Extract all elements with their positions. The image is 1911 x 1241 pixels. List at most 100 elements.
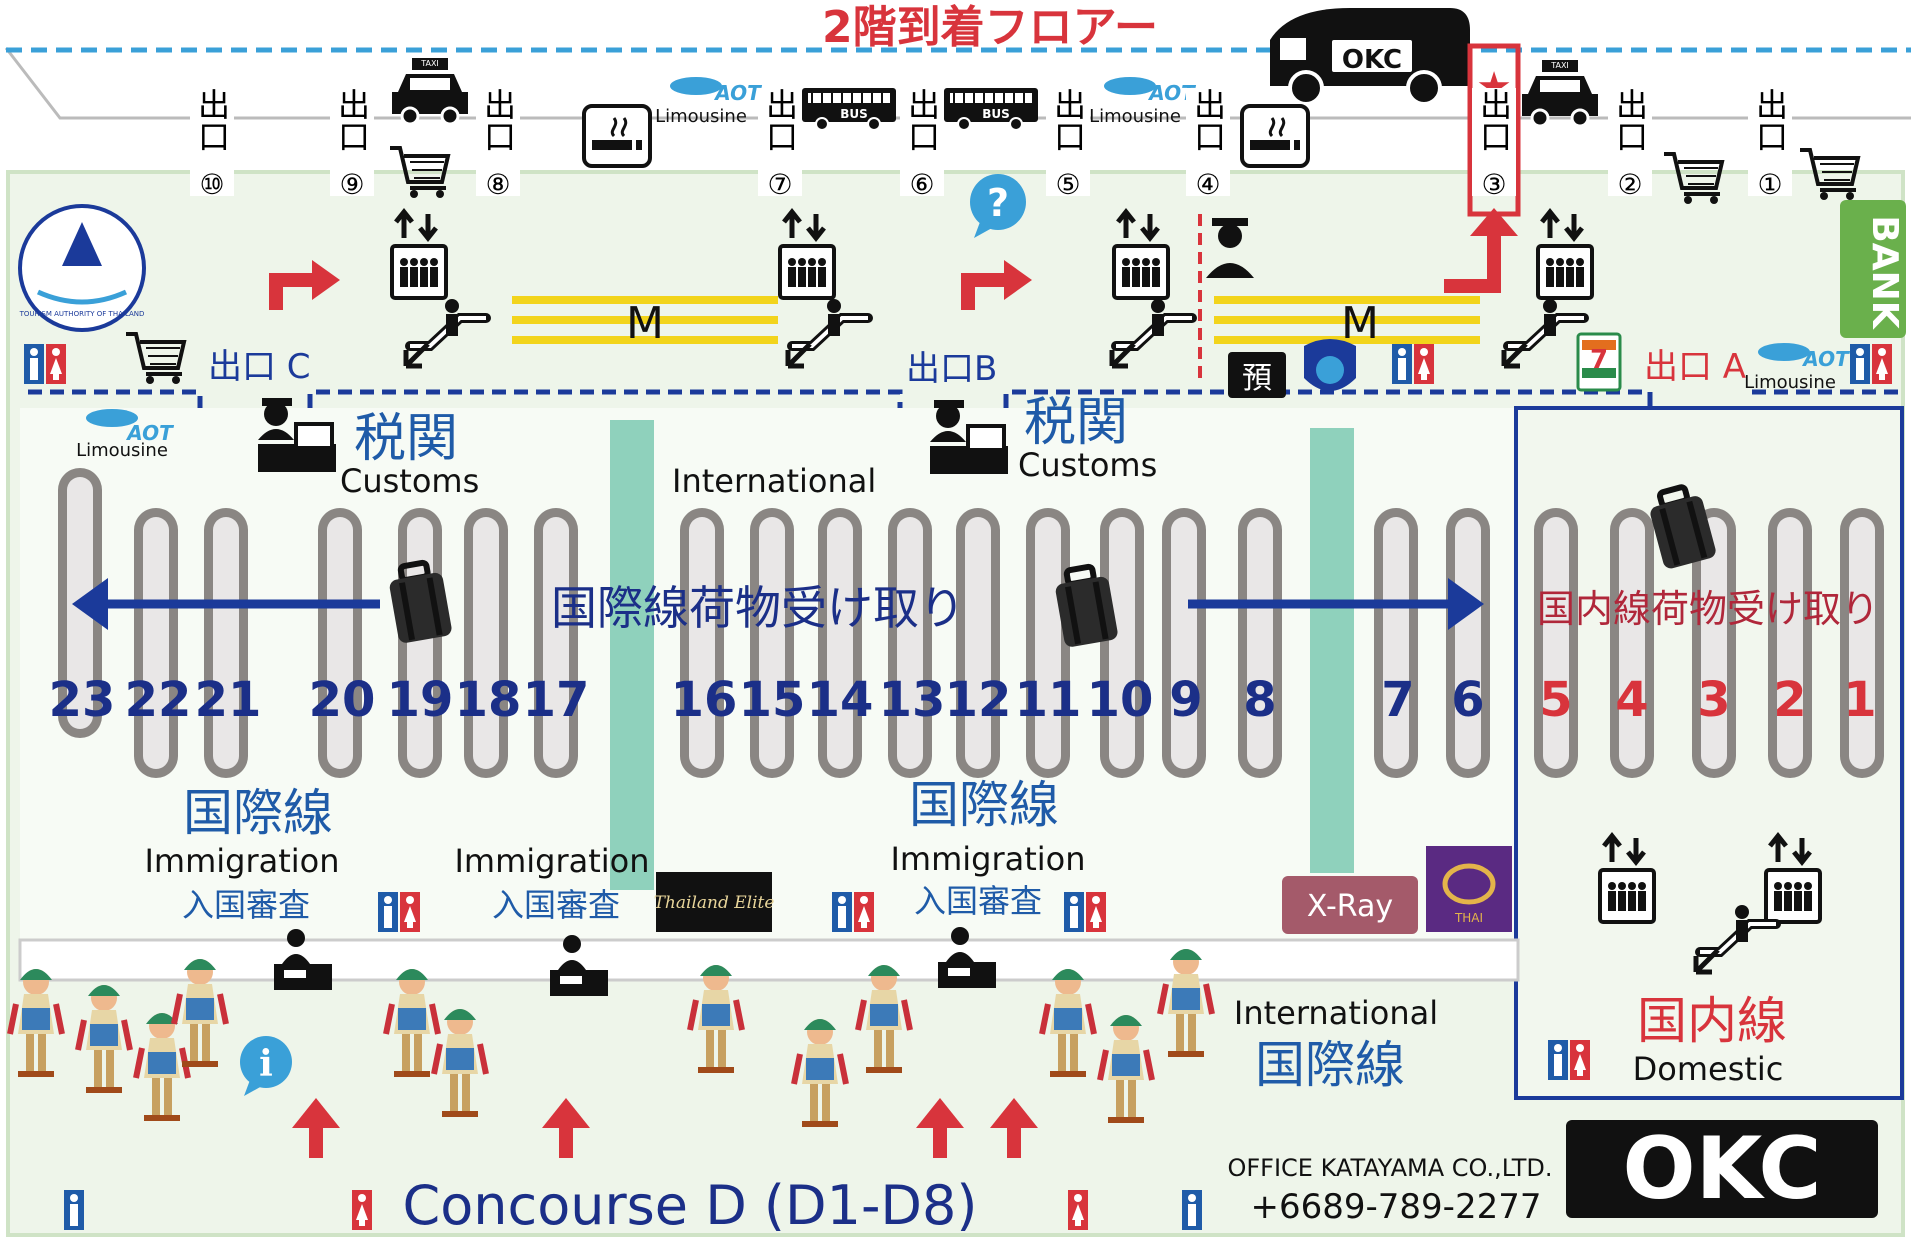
svg-text:⑦: ⑦ [767, 168, 792, 201]
svg-text:出口: 出口 [1475, 88, 1513, 152]
svg-text:①: ① [1757, 168, 1782, 201]
svg-text:Limousine: Limousine [1744, 372, 1836, 393]
svg-text:7: 7 [1590, 345, 1608, 375]
svg-text:②: ② [1617, 168, 1642, 201]
corridor-right [1310, 428, 1354, 873]
okc-logo: OKC [1566, 1119, 1878, 1219]
carousel-number: 1 [1843, 672, 1876, 728]
svg-text:THAI: THAI [1454, 911, 1483, 925]
intl-jp-label: 国際線 [1255, 1036, 1405, 1094]
svg-text:出口: 出口 [761, 88, 799, 152]
immigration-en-label: Immigration [890, 840, 1085, 878]
svg-text:⑧: ⑧ [485, 168, 510, 201]
mezzanine-label: M [626, 298, 664, 349]
carousel-number: 23 [49, 672, 116, 728]
carousel-number: 21 [195, 672, 262, 728]
exit-3-highlight [1467, 43, 1521, 217]
female-restroom-icon [1068, 1190, 1088, 1230]
female-restroom-icon [352, 1190, 372, 1230]
svg-text:Thailand Elite: Thailand Elite [654, 893, 775, 913]
immigration-en-label: Immigration [454, 842, 649, 880]
immigration-jp-label: 入国審査 [182, 886, 310, 924]
carousel-2 [1768, 508, 1812, 778]
svg-text:⑤: ⑤ [1055, 168, 1080, 201]
carousel-8 [1238, 508, 1282, 778]
svg-text:⑩: ⑩ [199, 168, 224, 201]
security-line [28, 389, 1900, 408]
carousel-21 [204, 508, 248, 778]
carousel-number: 11 [1015, 672, 1082, 728]
svg-text:Limousine: Limousine [76, 440, 168, 461]
carousel-5 [1534, 508, 1578, 778]
smoking-area-icon [582, 104, 652, 168]
carousel-number: 12 [945, 672, 1012, 728]
carousel-numbers: 23 22 21 20 19 18 17 16 15 14 13 12 11 1… [49, 672, 1877, 728]
smoking-area-icon [1240, 104, 1310, 168]
carousel-15 [750, 508, 794, 778]
seven-eleven-logo: 7 [1576, 332, 1622, 392]
exit-5: 出口 ⑤ [1046, 88, 1090, 201]
international-label: International [1234, 994, 1438, 1032]
information-icon: i [240, 1036, 292, 1096]
van-label: OKC [1342, 45, 1402, 75]
customs-en-label: Customs [340, 462, 479, 500]
carousel-9 [1162, 508, 1206, 778]
thailand-elite-logo: Thailand Elite [654, 872, 775, 932]
information-question-icon: ? [970, 174, 1026, 238]
carousel-number: 16 [671, 672, 738, 728]
carousel-number: 7 [1381, 672, 1414, 728]
customs-officer-icon [258, 398, 336, 472]
carousel-number: 9 [1169, 672, 1202, 728]
svg-text:i: i [259, 1043, 273, 1085]
corridor-left [610, 420, 654, 890]
immigration-jp-label: 入国審査 [492, 886, 620, 924]
aot-limousine-logo: AOT Limousine [655, 77, 762, 127]
intl-jp-label: 国際線 [183, 784, 333, 842]
red-arrow-up-icon [1444, 208, 1518, 293]
carousel-13 [888, 508, 932, 778]
svg-text:出口: 出口 [479, 88, 517, 152]
carousel-14 [818, 508, 862, 778]
gate-c-label: 出口 C [208, 347, 311, 387]
svg-text:出口: 出口 [1751, 88, 1789, 152]
intl-right-arrow [1188, 578, 1484, 630]
exit-columns: 出口 ⑩ 出口 ⑨ 出口 ⑧ 出口 ⑦ 出口 ⑥ 出口 ⑤ [190, 88, 1792, 201]
taxi-label: TAXI [420, 59, 439, 68]
floor-title: 2階到着フロアー [822, 2, 1158, 53]
svg-text:出口: 出口 [1189, 88, 1227, 152]
carousel-6 [1446, 508, 1490, 778]
svg-text:AOT: AOT [713, 81, 762, 105]
carousel-number: 15 [739, 672, 806, 728]
exit-9: 出口 ⑨ [330, 88, 374, 201]
carousel-19 [398, 508, 442, 778]
company-phone: +6689-789-2277 [1251, 1187, 1542, 1227]
concourse-label: Concourse D (D1-D8) [403, 1174, 978, 1237]
tourism-authority-logo: TOURISM AUTHORITY OF THAILAND [18, 204, 146, 332]
aot-limousine-logo: AOT Limousine [76, 409, 174, 461]
carousel-4 [1610, 508, 1654, 778]
carousel-number: 14 [807, 672, 874, 728]
svg-text:X-Ray: X-Ray [1307, 889, 1393, 924]
carousel-number: 3 [1697, 672, 1730, 728]
exit-3: 出口 ③ [1472, 88, 1516, 201]
svg-text:Limousine: Limousine [655, 106, 747, 127]
exit-10: 出口 ⑩ [190, 88, 234, 201]
svg-text:出口: 出口 [333, 88, 371, 152]
thai-airways-logo: THAI [1426, 846, 1512, 932]
bus-label: BUS [982, 107, 1010, 121]
customs-jp-label: 税関 [1024, 393, 1128, 453]
carousel-16 [680, 508, 724, 778]
carousel-number: 10 [1087, 672, 1154, 728]
carousel-11 [1026, 508, 1070, 778]
carousel-12 [956, 508, 1000, 778]
intl-left-arrow [72, 578, 380, 630]
svg-text:出口: 出口 [1049, 88, 1087, 152]
carousel-number: 8 [1243, 672, 1276, 728]
domestic-en-label: Domestic [1633, 1050, 1784, 1088]
bank-sign: BANK [1840, 200, 1906, 338]
security-guard-icon [1206, 218, 1254, 278]
mezzanine-left: M [512, 296, 778, 349]
carousel-number: 18 [455, 672, 522, 728]
carousel-18 [464, 508, 508, 778]
